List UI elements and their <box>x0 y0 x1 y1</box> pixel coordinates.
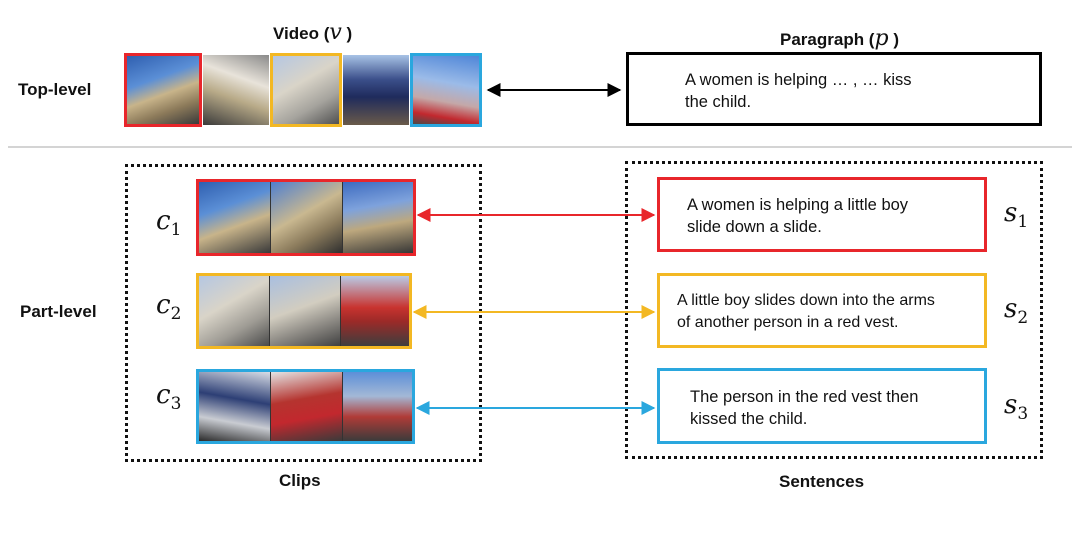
sentence-symbol-3: s3 <box>1004 390 1029 425</box>
top-level-label: Top-level <box>18 80 92 99</box>
clip-2-frame-a <box>199 276 269 346</box>
video-title: Video (v ) <box>273 20 353 45</box>
sentence-3-line-2: kissed the child. <box>690 410 808 428</box>
paragraph-line-2: the child. <box>685 93 752 111</box>
sentence-2-line-2: of another person in a red vest. <box>677 314 899 331</box>
clip-symbol-3: c3 <box>156 380 182 415</box>
part-level-label: Part-level <box>20 302 97 321</box>
clip-1-frame-a <box>199 182 270 253</box>
clip-3-frame-a <box>199 372 270 441</box>
sentence-symbol-2: s2 <box>1004 294 1029 329</box>
paragraph-symbol: p <box>874 26 889 51</box>
video-frame-4 <box>343 55 409 125</box>
clip-symbol-1: c1 <box>156 206 182 241</box>
sentences-label: Sentences <box>779 472 865 491</box>
clip-strip-3 <box>196 369 415 444</box>
video-frame-2 <box>203 55 269 125</box>
video-symbol: v <box>329 20 342 45</box>
clips-label: Clips <box>279 471 321 490</box>
clip-3-frame-c <box>343 372 412 441</box>
clip-3-frame-b <box>271 372 342 441</box>
sentence-1-line-2: slide down a slide. <box>687 218 822 236</box>
clip-strip-1 <box>196 179 416 256</box>
paragraph-box: A women is helping … , … kiss the child. <box>626 52 1042 126</box>
clip-1-frame-b <box>271 182 342 253</box>
clip-strip-2 <box>196 273 412 349</box>
clip-2-frame-b <box>270 276 340 346</box>
clip-symbol-2: c2 <box>156 290 182 325</box>
section-divider <box>8 146 1072 148</box>
sentence-box-2: A little boy slides down into the arms o… <box>657 273 987 348</box>
sentence-symbol-1: s1 <box>1004 198 1029 233</box>
paragraph-line-1: A women is helping … , … kiss <box>685 71 912 89</box>
sentence-1-line-1: A women is helping a little boy <box>687 196 909 214</box>
sentence-3-line-1: The person in the red vest then <box>690 388 919 406</box>
sentence-box-3: The person in the red vest then kissed t… <box>657 368 987 444</box>
video-frame-1 <box>124 53 202 127</box>
paragraph-title: Paragraph (p ) <box>780 26 899 51</box>
sentence-2-line-1: A little boy slides down into the arms <box>677 292 935 309</box>
video-frame-5 <box>410 53 482 127</box>
video-frame-3 <box>270 53 342 127</box>
clip-1-frame-c <box>343 182 413 253</box>
clip-2-frame-c <box>341 276 409 346</box>
sentence-box-1: A women is helping a little boy slide do… <box>657 177 987 252</box>
